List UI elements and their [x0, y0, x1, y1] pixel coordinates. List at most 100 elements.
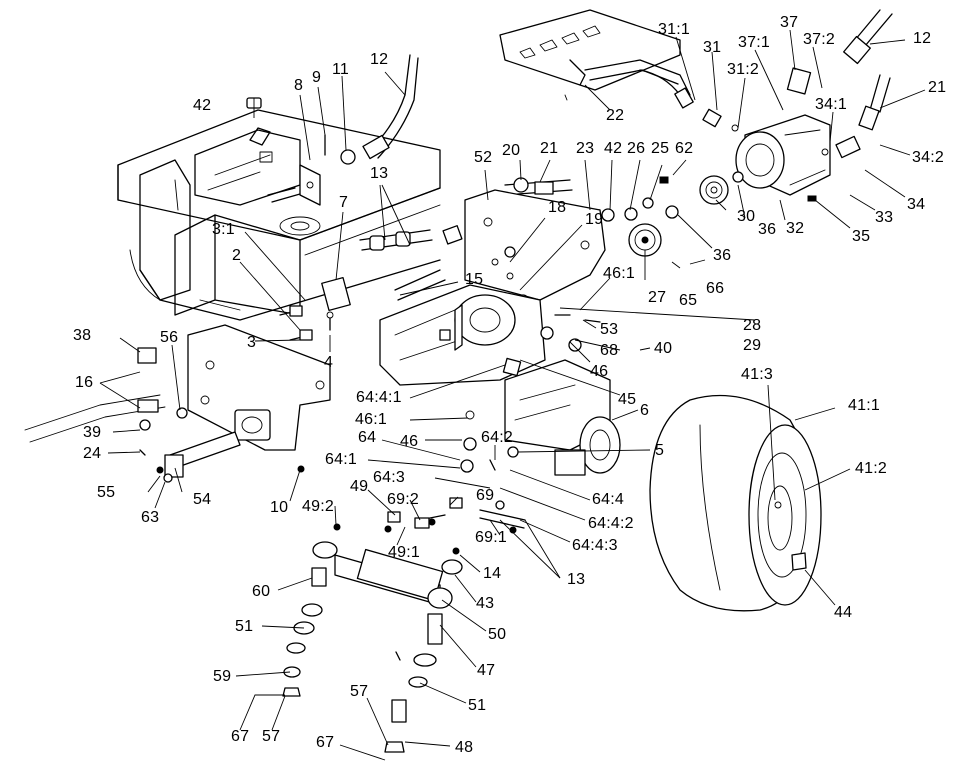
callout-label: 62	[675, 140, 694, 157]
callout-label: 49	[350, 478, 369, 495]
callout-label: 57	[262, 728, 281, 745]
callout-label: 31:2	[727, 61, 759, 78]
callout-label: 33	[875, 209, 894, 226]
callout-label: 22	[606, 107, 625, 124]
callout-label: 21	[540, 140, 559, 157]
callout-label: 69	[476, 487, 495, 504]
callout-label: 41:3	[741, 366, 773, 383]
callout-label: 12	[370, 51, 389, 68]
callout-label: 41:1	[848, 397, 880, 414]
callout-label: 23	[576, 140, 595, 157]
callout-label: 29	[743, 337, 762, 354]
callout-label: 67	[316, 734, 335, 751]
callout-label: 8	[294, 77, 304, 94]
callout-label: 32	[786, 220, 805, 237]
callout-label: 66	[706, 280, 725, 297]
callout-label: 7	[339, 194, 349, 211]
callout-label: 57	[350, 683, 369, 700]
callout-label: 26	[627, 140, 646, 157]
mount-plate	[464, 189, 606, 306]
callout-label: 42	[193, 97, 212, 114]
callout-label: 68	[600, 342, 619, 359]
callout-label: 15	[465, 271, 484, 288]
callout-label: 35	[852, 228, 871, 245]
callout-label: 46:1	[603, 265, 635, 282]
callout-label: 25	[651, 140, 670, 157]
callout-label: 4	[324, 354, 334, 371]
callout-label: 36	[758, 221, 777, 238]
callout-label: 45	[618, 391, 637, 408]
callout-label: 42	[604, 140, 623, 157]
callout-label: 13	[370, 165, 389, 182]
callout-label: 51	[235, 618, 254, 635]
callout-label: 48	[455, 739, 474, 756]
callout-label: 3:1	[212, 221, 235, 238]
callout-label: 14	[483, 565, 502, 582]
drive-gears	[513, 171, 744, 257]
callout-label: 46:1	[355, 411, 387, 428]
callout-label: 10	[270, 499, 289, 516]
callout-label: 64:4	[592, 491, 624, 508]
callout-label: 40	[654, 340, 673, 357]
callout-label: 34:1	[815, 96, 847, 113]
callout-label: 52	[474, 149, 493, 166]
transaxle-housing	[379, 284, 621, 476]
callout-label: 63	[141, 509, 160, 526]
callout-label: 64:4:1	[356, 389, 402, 406]
hydraulic-hoses	[359, 9, 893, 529]
callout-label: 37:1	[738, 34, 770, 51]
callout-label: 49:1	[388, 544, 420, 561]
callout-label: 59	[213, 668, 232, 685]
wheel-assembly	[649, 394, 822, 612]
callout-label: 50	[488, 626, 507, 643]
bracket-hardware	[246, 97, 463, 341]
callout-label: 37	[780, 14, 799, 31]
callout-label: 69:1	[475, 529, 507, 546]
callout-label: 64:1	[325, 451, 357, 468]
callout-label: 60	[252, 583, 271, 600]
callout-label: 46	[590, 363, 609, 380]
callout-label: 43	[476, 595, 495, 612]
callout-label: 16	[75, 374, 94, 391]
callout-label: 31:1	[658, 21, 690, 38]
callout-label: 34	[907, 196, 926, 213]
callout-label: 67	[231, 728, 250, 745]
callout-label: 64:2	[481, 429, 513, 446]
callout-label: 28	[743, 317, 762, 334]
callout-label: 27	[648, 289, 667, 306]
callout-label: 64:4:3	[572, 537, 618, 554]
callout-label: 56	[160, 329, 179, 346]
callout-label: 41:2	[855, 460, 887, 477]
callout-label: 49:2	[302, 498, 334, 515]
left-bracket-plate	[187, 324, 331, 473]
callout-label: 21	[928, 79, 947, 96]
callout-label: 53	[600, 321, 619, 338]
callout-label: 36	[713, 247, 732, 264]
callout-label: 65	[679, 292, 698, 309]
callout-label: 11	[332, 61, 350, 78]
callout-label: 64:3	[373, 469, 405, 486]
callout-label: 18	[548, 199, 567, 216]
callout-label: 39	[83, 424, 102, 441]
callout-label: 64:4:2	[588, 515, 634, 532]
callout-label: 55	[97, 484, 116, 501]
steering-cylinder	[282, 410, 519, 753]
callout-label: 5	[655, 442, 665, 459]
callout-label: 3	[247, 334, 257, 351]
callout-label: 12	[913, 30, 932, 47]
callout-label: 20	[502, 142, 521, 159]
callout-label: 47	[477, 662, 496, 679]
leader-lines	[99, 29, 926, 761]
rear-frame-rail	[499, 9, 691, 101]
hydraulic-motor	[702, 67, 861, 202]
callout-label: 6	[640, 402, 650, 419]
lever-assembly	[24, 347, 241, 483]
callout-label: 30	[737, 208, 756, 225]
callout-label: 13	[567, 571, 586, 588]
callout-label: 38	[73, 327, 92, 344]
callout-label: 46	[400, 433, 419, 450]
callout-label: 37:2	[803, 31, 835, 48]
callout-label: 44	[834, 604, 853, 621]
